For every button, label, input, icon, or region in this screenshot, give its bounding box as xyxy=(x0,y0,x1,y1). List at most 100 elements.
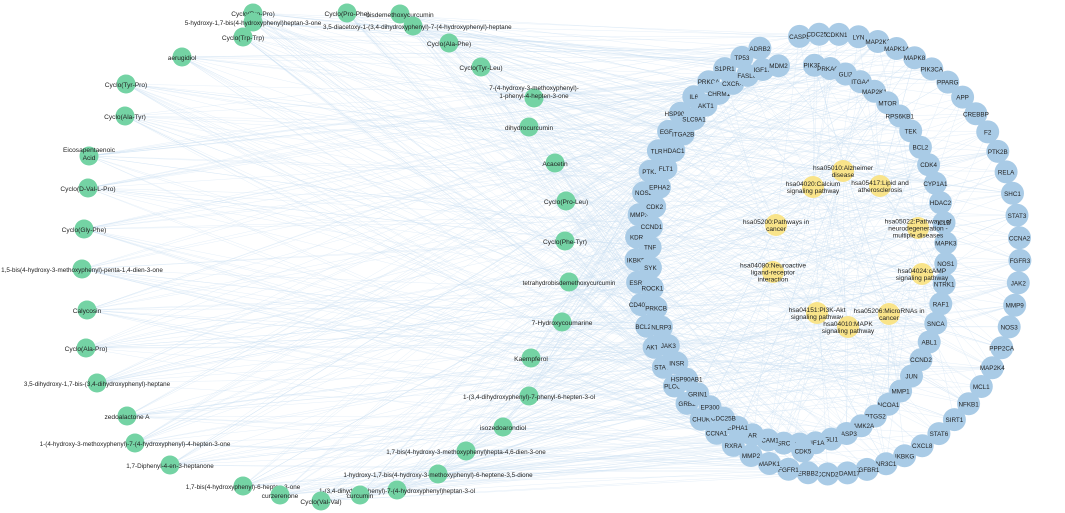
target-node-hdac2[interactable]: HDAC2 xyxy=(929,191,952,215)
compound-node-1-7-bis-4-hydroxyphenyl-6-hepten-3-one[interactable]: 1,7-bis(4-hydroxyphenyl)-6-hepten-3-one xyxy=(186,476,301,496)
target-node-casp8[interactable]: CASP8 xyxy=(788,24,811,48)
target-node-map2k2[interactable]: MAP2K2 xyxy=(865,30,891,53)
target-node-mapk3[interactable]: MAPK3 xyxy=(934,231,958,255)
target-node-adam17[interactable]: ADAM17 xyxy=(835,461,861,485)
target-node-cdk5[interactable]: CDK5 xyxy=(791,439,815,463)
target-node-fgfr3[interactable]: FGFR3 xyxy=(1008,248,1032,272)
target-node-il1b[interactable]: IL1B xyxy=(932,211,956,235)
target-node-syk[interactable]: SYK xyxy=(638,256,662,280)
compound-node-cyclo-gly-phe[interactable]: Cyclo(Gly-Phe) xyxy=(62,219,107,239)
target-node-app[interactable]: APP xyxy=(951,85,975,109)
compound-node-curzerenone[interactable]: curzerenone xyxy=(262,485,299,505)
target-node-mdm2[interactable]: MDM2 xyxy=(767,54,790,78)
compound-node-aerugidiol[interactable]: aerugidiol xyxy=(168,47,197,67)
compound-node-tetrahydrobisdemethoxycurcumin[interactable]: tetrahydrobisdemethoxycurcumin xyxy=(523,272,616,292)
target-node-nos1[interactable]: NOS1 xyxy=(934,252,958,275)
target-node-bcl2[interactable]: BCL2 xyxy=(908,135,932,159)
target-node-mcl1[interactable]: MCL1 xyxy=(969,375,993,398)
target-node-insr[interactable]: INSR xyxy=(665,351,689,375)
target-node-map2k4[interactable]: MAP2K4 xyxy=(980,356,1005,380)
target-node-stat6[interactable]: STAT6 xyxy=(927,422,951,446)
target-node-ccnd2[interactable]: CCND2 xyxy=(816,462,840,486)
compound-node-cyclo-tyr-pro[interactable]: Cyclo(Tyr-Pro) xyxy=(105,74,148,94)
target-node-cyp1a1[interactable]: CYP1A1 xyxy=(923,171,948,195)
compound-node-acacetin[interactable]: Acacetin xyxy=(542,153,568,173)
target-node-cdc25c[interactable]: CDC25C xyxy=(806,22,832,46)
compound-node-cyclo-ala-tyr[interactable]: Cyclo(Ala-Tyr) xyxy=(104,106,146,126)
compound-node-1-3-4-dihydroxyphenyl-7-4-hydroxyphenyl-heptan-3[interactable]: 1-(3,4-dihydroxyphenyl)-7-(4-hydroxyphen… xyxy=(319,480,475,500)
target-node-mapk1[interactable]: MAPK1 xyxy=(757,452,781,475)
target-node-ikbkg[interactable]: IKBKG xyxy=(893,444,917,468)
compound-node-zedoalactone-a[interactable]: zedoalactone A xyxy=(104,406,150,426)
target-node-mmp2[interactable]: MMP2 xyxy=(739,444,763,467)
target-node-tnf[interactable]: TNF xyxy=(638,235,662,259)
target-node-mmp9[interactable]: MMP9 xyxy=(1003,293,1027,317)
target-node-pparg[interactable]: PPARG xyxy=(936,70,960,94)
target-node-nos3[interactable]: NOS3 xyxy=(997,315,1021,339)
compound-node-1-7-bis-4-hydroxy-3-methoxyphenyl-hepta-4-6-dien[interactable]: 1,7-bis(4-hydroxy-3-methoxyphenyl)hepta-… xyxy=(386,441,546,461)
target-node-sirt1[interactable]: SIRT1 xyxy=(942,408,966,432)
compound-node-cyclo-val-val[interactable]: Cyclo(Val-Val) xyxy=(300,491,342,511)
target-node-rock1[interactable]: ROCK1 xyxy=(640,276,664,300)
target-node-ptk2b[interactable]: PTK2B xyxy=(986,139,1010,163)
compound-node-1-5-bis-4-hydroxy-3-methoxyphenyl-penta-1-4-dien[interactable]: 1,5-bis(4-hydroxy-3-methoxyphenyl)-penta… xyxy=(1,259,163,279)
target-node-stat3[interactable]: STAT3 xyxy=(1005,203,1029,227)
compound-node-calycosin[interactable]: Calycosin xyxy=(73,300,102,320)
target-node-snca[interactable]: SNCA xyxy=(924,311,948,335)
compound-node-bisdemethoxycurcumin[interactable]: bisdemethoxycurcumin xyxy=(366,4,434,24)
target-node-fgfr1[interactable]: FGFR1 xyxy=(777,457,800,481)
target-node-tgfbr1[interactable]: TGFBR1 xyxy=(855,457,880,481)
compound-node-kaempferol[interactable]: Kaempferol xyxy=(514,348,548,368)
compound-node-7-hydroxycoumarine[interactable]: 7-Hydroxycoumarine xyxy=(532,312,593,332)
compound-node-cyclo-pro-phe[interactable]: Cyclo(Pro-Phe) xyxy=(324,3,370,23)
target-node-rxra[interactable]: RXRA xyxy=(721,433,745,457)
target-node-rela[interactable]: RELA xyxy=(994,160,1018,184)
target-node-raf1[interactable]: RAF1 xyxy=(929,292,953,316)
target-node-nr3c1[interactable]: NR3C1 xyxy=(874,452,898,476)
target-node-cxcl8[interactable]: CXCL8 xyxy=(910,434,934,458)
compound-node-curcumin[interactable]: curcumin xyxy=(347,485,374,505)
target-node-cdkn1a[interactable]: CDKN1A xyxy=(826,22,852,46)
target-node-abl1[interactable]: ABL1 xyxy=(917,330,941,354)
compound-node-1-3-4-dihydroxyphenyl-7-phenyl-6-hepten-3-ol[interactable]: 1-(3,4-dihydroxyphenyl)-7-phenyl-6-hepte… xyxy=(463,386,595,406)
target-node-prkcb[interactable]: PRKCB xyxy=(644,296,668,320)
compound-node-dihydrocurcumin[interactable]: dihydrocurcumin xyxy=(505,117,554,137)
target-node-cdk4[interactable]: CDK4 xyxy=(917,153,941,177)
target-node-jak3[interactable]: JAK3 xyxy=(656,334,680,358)
compound-node-1-4-hydroxy-3-methoxyphenyl-7-4-hydroxyphenyl-4-[interactable]: 1-(4-hydroxy-3-methoxyphenyl)-7-(4-hydro… xyxy=(40,433,231,453)
target-node-jak2[interactable]: JAK2 xyxy=(1006,271,1030,295)
target-node-ppp2ca[interactable]: PPP2CA xyxy=(989,336,1015,360)
target-node-crebbp[interactable]: CREBBP xyxy=(963,102,989,126)
target-node-flt1[interactable]: FLT1 xyxy=(654,156,678,180)
compound-node-cyclo-d-val-l-pro[interactable]: Cyclo(D-Val-L-Pro) xyxy=(60,178,116,198)
compound-node-7-4-hydroxy-3-methoxyphenyl-1-phenyl-4-hepten-3-[interactable]: 7-(4-hydroxy-3-methoxyphenyl)-1-phenyl-4… xyxy=(489,85,579,108)
compound-node-1-7-diphenyl-4-en-3-heptanone[interactable]: 1,7-Diphenyl-4-en-3-heptanone xyxy=(126,455,214,475)
target-node-pik3ca[interactable]: PIK3CA xyxy=(920,57,944,81)
target-node-ccnd1[interactable]: CCND1 xyxy=(640,215,663,239)
compound-node-cyclo-phe-tyr[interactable]: Cyclo(Phe-Tyr) xyxy=(543,231,587,251)
target-node-shc1[interactable]: SHC1 xyxy=(1001,181,1024,205)
target-node-cdk2[interactable]: CDK2 xyxy=(643,195,667,219)
target-node-mapk8[interactable]: MAPK8 xyxy=(903,46,927,70)
target-node-epha2[interactable]: EPHA2 xyxy=(648,175,671,199)
target-node-ccna2[interactable]: CCNA2 xyxy=(1008,226,1031,250)
compound-node-3-5-diacetoxy-1-3-4-dihydroxyphenyl-7-4-hydroxyp[interactable]: 3,5-diacetoxy-1-(3,4-dihydroxyphenyl)-7-… xyxy=(323,16,512,36)
compound-node-cyclo-pro-leu[interactable]: Cyclo(Pro-Leu) xyxy=(544,191,588,211)
target-node-f2[interactable]: F2 xyxy=(976,120,1000,144)
compound-node-cyclo-ala-pro[interactable]: Cyclo(Ala-Pro) xyxy=(65,338,108,358)
target-node-ntrk1[interactable]: NTRK1 xyxy=(932,272,956,296)
target-node-nlrp3[interactable]: NLRP3 xyxy=(649,315,673,339)
compound-node-5-hydroxy-1-7-bis-4-hydroxyphenyl-heptan-3-one[interactable]: 5-hydroxy-1,7-bis(4-hydroxyphenyl)heptan… xyxy=(185,12,322,32)
compound-node-1-hydroxy-1-7-bis-4-hydroxy-3-methoxyphenyl-6-he[interactable]: 1-hydroxy-1,7-bis(4-hydroxy-3-methoxyphe… xyxy=(343,464,533,484)
